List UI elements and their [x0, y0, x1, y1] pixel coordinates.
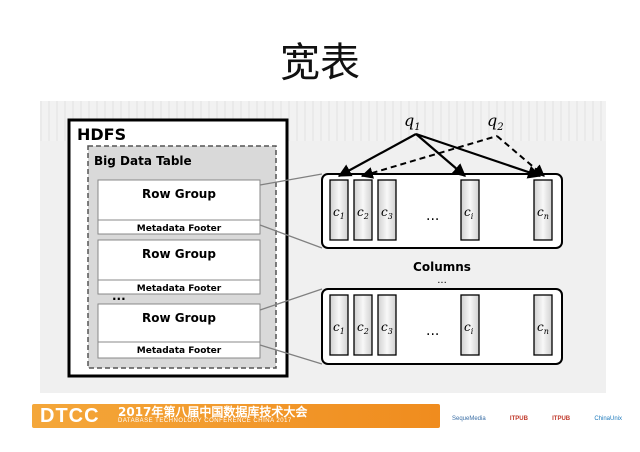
- connector-bottom-2: [259, 344, 323, 365]
- q2-arrow-c2: [360, 135, 498, 179]
- q1-arrow-c1: [337, 133, 417, 177]
- column-label-1-3: c3: [381, 205, 393, 221]
- row-group-3-footer: Metadata Footer: [137, 346, 222, 356]
- column-strip-2-5: [533, 294, 553, 356]
- sponsor-logo-1: SequeMedia: [452, 416, 486, 422]
- column-label-2-5: cn: [537, 320, 549, 336]
- column-strip-1-1: [329, 179, 349, 241]
- column-strips-1: c1 c2 c3 ci cn...: [329, 179, 553, 241]
- query-2-sub: 2: [496, 122, 503, 133]
- column-label-1-4: ci: [464, 205, 474, 221]
- row-group-1-footer: Metadata Footer: [137, 224, 222, 234]
- columns-ellipsis: ...: [437, 275, 447, 286]
- column-strip-1-3: [377, 179, 397, 241]
- q1-arrow-cn: [415, 132, 542, 179]
- footer-banner: [32, 404, 440, 428]
- query-1-sub: 1: [414, 122, 420, 133]
- connector-bottom-1: [259, 224, 323, 249]
- sponsor-logo-4: ChinaUnix: [594, 416, 622, 422]
- column-strips-2: c1 c2 c3 ci cn...: [329, 294, 553, 356]
- sponsor-logo-2: ITPUB: [509, 416, 528, 422]
- row-group-3-label: Row Group: [142, 311, 216, 325]
- connector-top-2: [259, 288, 323, 311]
- row-group-1: [97, 179, 261, 235]
- footer-logo: DTCC: [40, 405, 100, 427]
- column-strip-1-2: [353, 179, 373, 241]
- query-2-label: q2: [487, 111, 504, 133]
- column-strip-2-1: [329, 294, 349, 356]
- footer-subtitle: DATABASE TECHNOLOGY CONFERENCE CHINA 201…: [118, 418, 292, 424]
- column-label-1-5: cn: [537, 205, 549, 221]
- column-ellipsis-2: ...: [426, 323, 439, 339]
- big-data-table-label: Big Data Table: [94, 154, 192, 168]
- footer-title: 2017年第八届中国数据库技术大会: [118, 405, 308, 419]
- column-label-2-2: c2: [357, 320, 369, 336]
- column-label-1-1: c1: [333, 205, 345, 221]
- query-1-label: q1: [404, 111, 421, 133]
- column-label-1-2: c2: [357, 205, 369, 221]
- slide-title: 宽表: [280, 40, 360, 86]
- row-group-1-label: Row Group: [142, 187, 216, 201]
- column-label-2-3: c3: [381, 320, 393, 336]
- connector-top-1: [259, 173, 323, 186]
- q1-arrow-ci: [415, 133, 467, 177]
- column-strip-2-3: [377, 294, 397, 356]
- column-strip-1-5: [533, 179, 553, 241]
- row-group-2-footer: Metadata Footer: [137, 284, 222, 294]
- column-strip-2-4: [460, 294, 480, 356]
- row-group-2-label: Row Group: [142, 247, 216, 261]
- hdfs-label: HDFS: [77, 125, 126, 144]
- column-label-2-1: c1: [333, 320, 345, 336]
- query-2-letter: q: [487, 111, 497, 130]
- q2-arrow-cn: [496, 135, 545, 177]
- row-group-ellipsis: ...: [112, 289, 126, 303]
- column-strip-2-2: [353, 294, 373, 356]
- column-ellipsis-1: ...: [426, 208, 439, 224]
- row-group-2: [97, 239, 261, 295]
- column-label-2-4: ci: [464, 320, 474, 336]
- row-group-3: [97, 303, 261, 359]
- column-strip-1-4: [460, 179, 480, 241]
- sponsor-logos: SequeMedia ITPUB ITPUB ChinaUnix: [452, 412, 622, 426]
- sponsor-logo-3: ITPUB: [552, 416, 571, 422]
- columns-label: Columns: [413, 260, 471, 274]
- query-1-letter: q: [404, 111, 414, 130]
